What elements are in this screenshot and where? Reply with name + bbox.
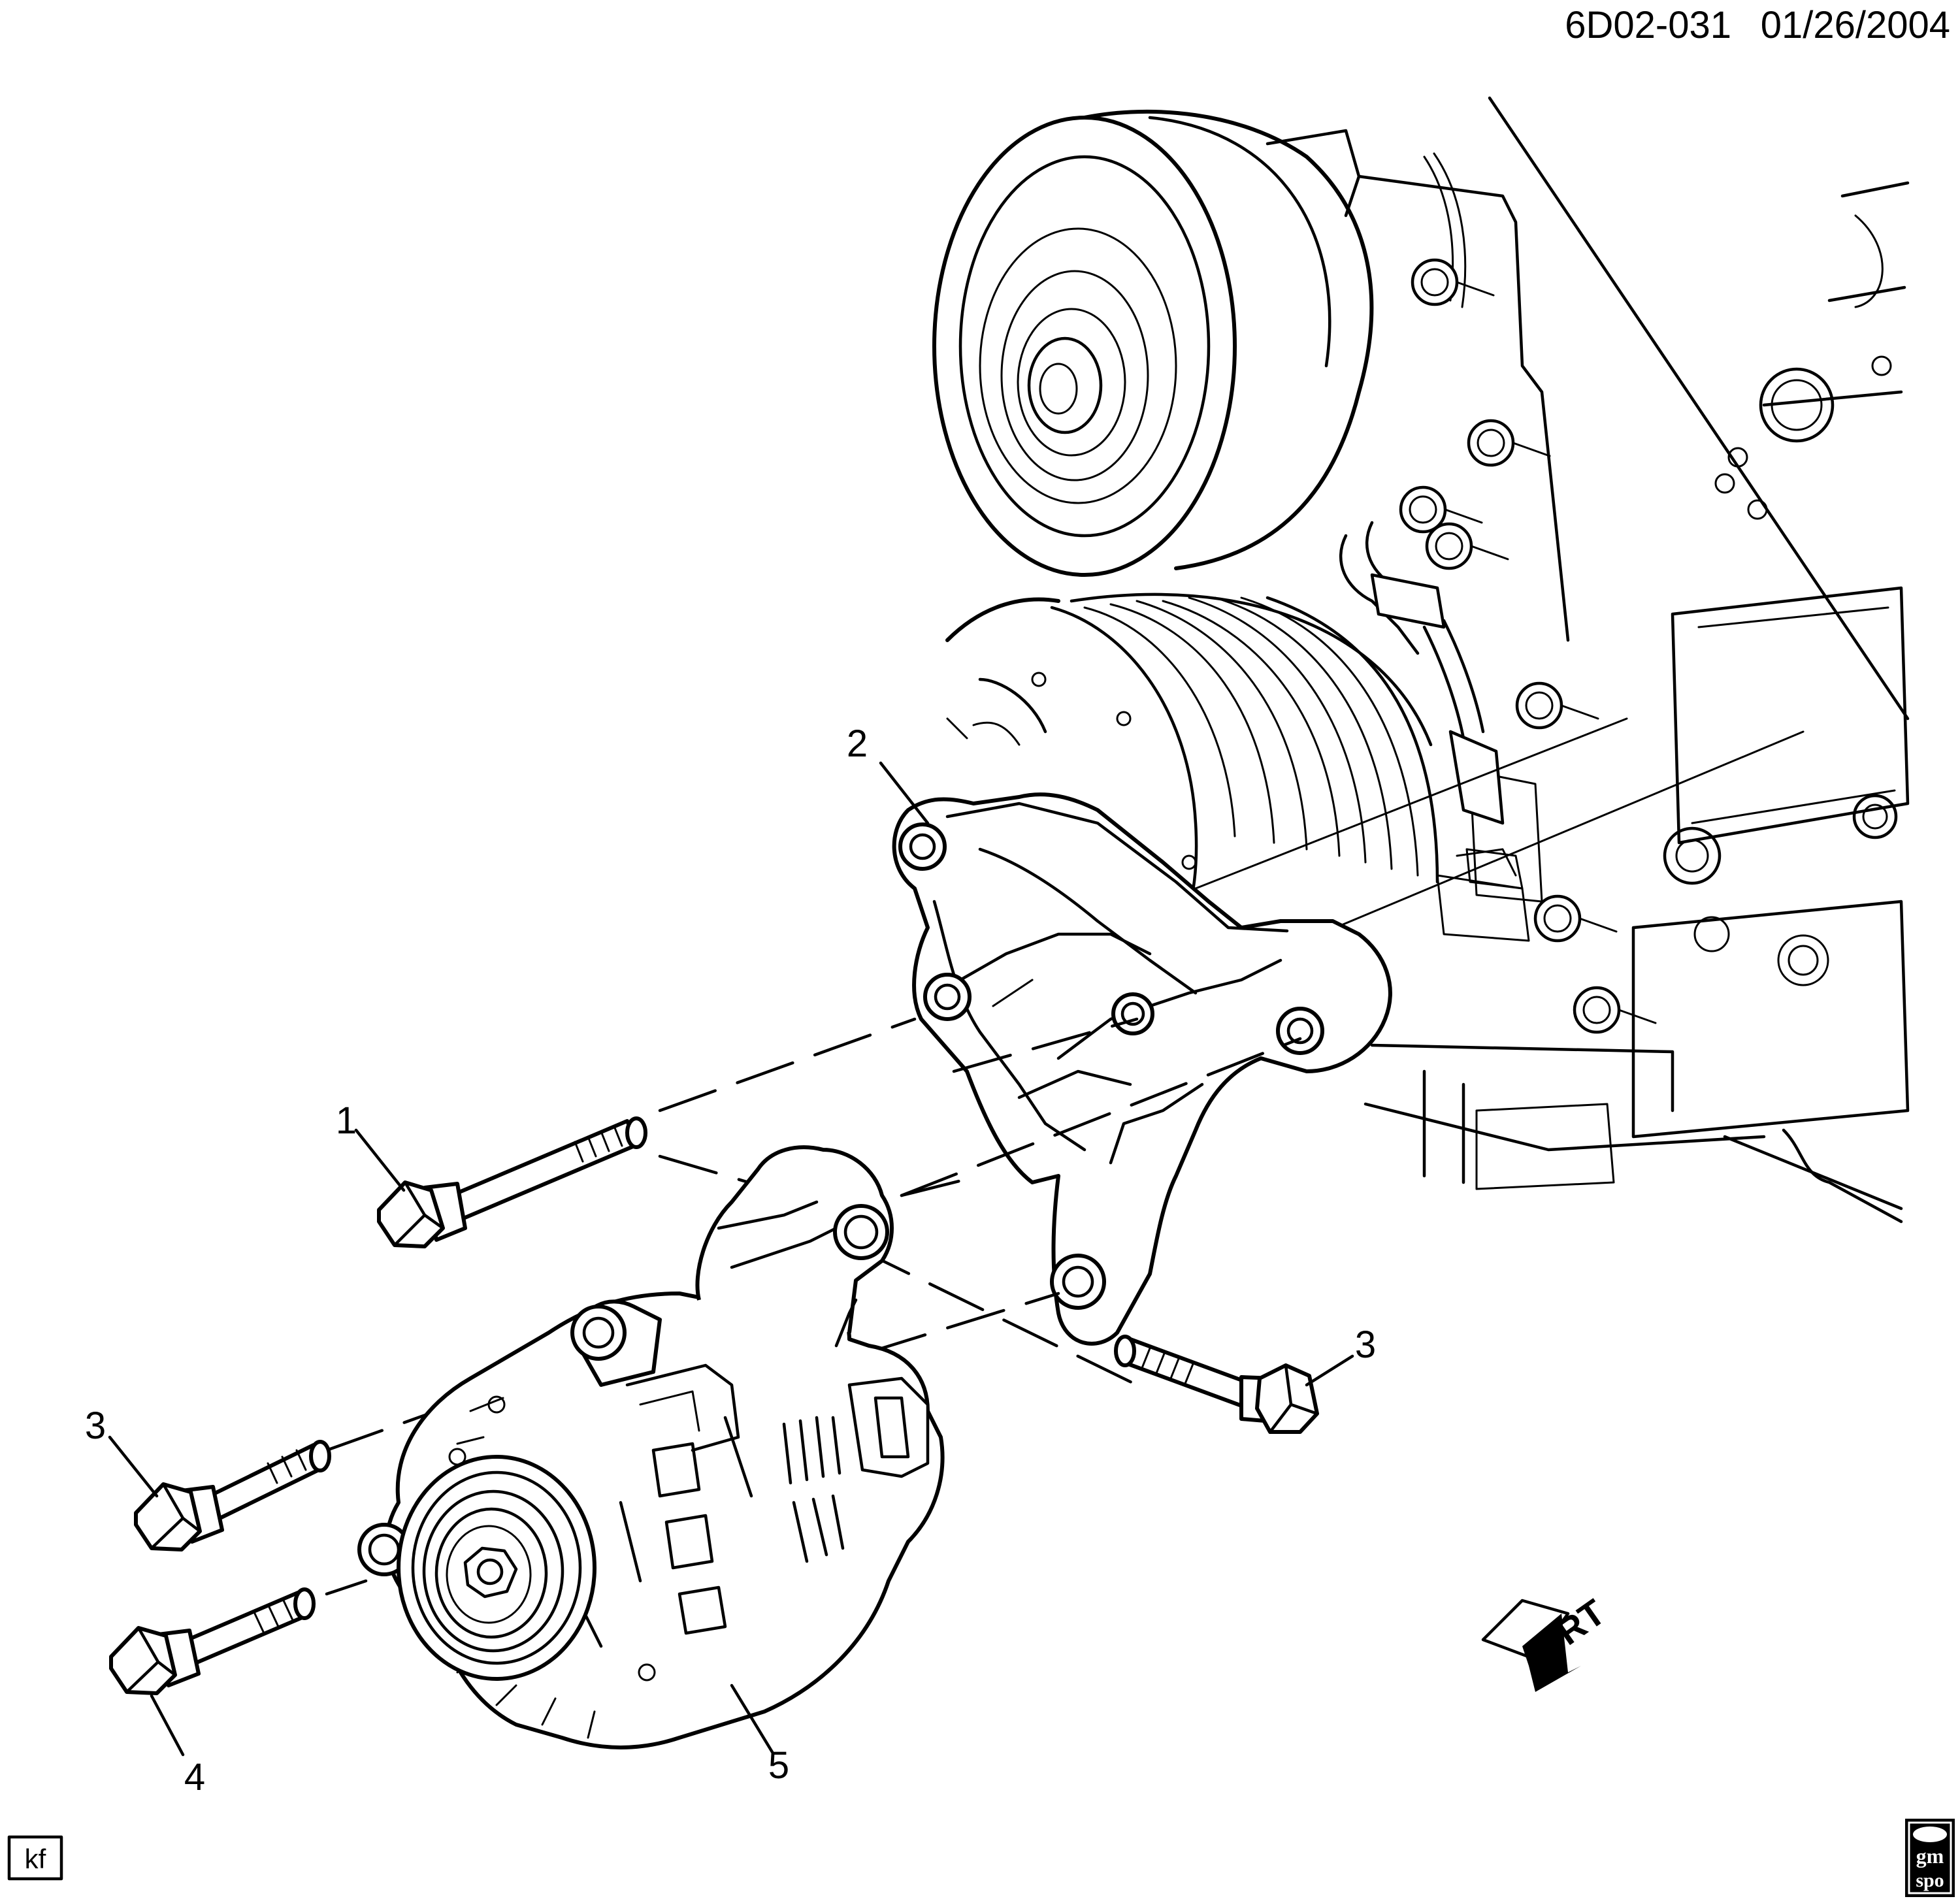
callout-5: 5: [768, 1744, 789, 1787]
cooling-slots: [782, 1416, 845, 1563]
engine-block: [1266, 96, 1910, 1224]
bracket-alignment-lines: [1194, 717, 1805, 935]
sensor-harness: [1339, 521, 1524, 890]
generator: [357, 1145, 945, 1749]
gm-spo-logo-icon: gm spo: [1905, 1819, 1955, 1897]
bolt-1: [377, 1116, 647, 1248]
callouts: 2 1 3 3 4 5: [85, 723, 1376, 1798]
callout-3-left: 3: [85, 1405, 106, 1447]
block-mounting-bolts: [1399, 258, 1657, 1034]
logo-text-top: gm: [1916, 1844, 1944, 1868]
logo-text-bottom: spo: [1916, 1870, 1944, 1891]
callout-2: 2: [847, 723, 868, 765]
callout-4: 4: [184, 1756, 205, 1798]
front-arrow-icon: FRT: [1481, 1591, 1612, 1692]
bolt-4: [109, 1587, 316, 1695]
generator-bracket: [892, 792, 1392, 1346]
bolt-3-left: [134, 1440, 331, 1552]
illustrator-initials: kf: [25, 1844, 46, 1874]
bolt-3-right: [1114, 1335, 1319, 1434]
callout-1: 1: [336, 1099, 357, 1142]
illustrator-initials-box: kf: [7, 1835, 63, 1881]
diagram-date: 01/26/2004: [1761, 4, 1950, 46]
callout-3-right: 3: [1355, 1324, 1376, 1366]
idler-pulley: [932, 109, 1374, 577]
assembly-lines: [325, 1017, 1302, 1596]
diagram-code: 6D02-031: [1565, 4, 1731, 46]
